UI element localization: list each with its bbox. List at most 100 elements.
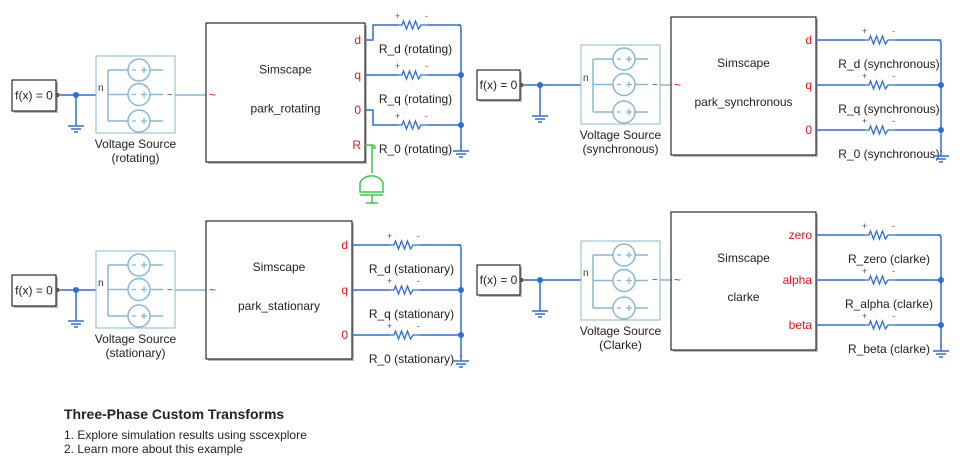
resistor-clarke-2[interactable]: +- (862, 311, 895, 331)
solver-configuration-block[interactable]: f(x) = 0 (11, 274, 59, 308)
port-label-q: q (354, 68, 361, 82)
port-label-0: 0 (341, 328, 348, 342)
plus-terminal-icon: + (862, 221, 867, 231)
model-annotation: Three-Phase Custom Transforms 1. Explore… (64, 406, 307, 456)
subsystem-title: Simscape (717, 56, 770, 70)
input-port-label: ~ (674, 273, 681, 287)
resistor-label: R_q (rotating) (379, 92, 452, 106)
annotation-link-sscexplore[interactable]: 1. Explore simulation results using ssce… (64, 428, 307, 442)
resistor-synchronous-0[interactable]: +- (862, 26, 895, 46)
resistor-label: R_0 (stationary) (369, 352, 454, 366)
neutral-port-label: n (583, 268, 589, 279)
rotational-reference-icon (359, 175, 384, 193)
tilde-icon: ~ (167, 90, 173, 101)
resistor-label: R_beta (clarke) (848, 342, 930, 356)
solver-label: f(x) = 0 (15, 89, 53, 103)
circuit-synchronous: f(x) = 0 n~ Voltage Source(synchronous) Sim… (476, 16, 949, 163)
return-bus (457, 24, 462, 147)
return-bus (457, 244, 462, 357)
three-phase-voltage-source[interactable]: n~ (95, 250, 176, 329)
resistor-rotating-0[interactable]: +- (395, 11, 428, 31)
minus-terminal-icon: - (417, 276, 420, 286)
resistor-label: R_q (stationary) (369, 307, 454, 321)
three-phase-voltage-source[interactable]: n~ (580, 44, 661, 125)
resistor-icon (390, 239, 420, 251)
solver-configuration-block[interactable]: f(x) = 0 (476, 264, 523, 297)
resistor-synchronous-2[interactable]: +- (862, 116, 895, 136)
subsystem-title: Simscape (717, 251, 770, 265)
resistor-clarke-1[interactable]: +- (862, 266, 895, 286)
resistor-label: R_zero (clarke) (848, 252, 930, 266)
output-wire (365, 109, 461, 126)
resistor-icon (865, 79, 895, 91)
electrical-reference-icon[interactable] (68, 120, 84, 133)
minus-terminal-icon: - (892, 26, 895, 36)
solver-configuration-block[interactable]: f(x) = 0 (476, 69, 523, 102)
resistor-icon (865, 274, 895, 286)
subsystem-name: clarke (727, 290, 759, 304)
electrical-reference-icon[interactable] (532, 305, 548, 318)
solver-label: f(x) = 0 (480, 273, 518, 287)
subsystem-name: park_stationary (238, 299, 320, 313)
minus-terminal-icon: - (892, 266, 895, 276)
plus-terminal-icon: + (862, 116, 867, 126)
voltage-source-name: Voltage Source (95, 332, 177, 346)
subsystem-title: Simscape (253, 260, 306, 274)
voltage-source-name: Voltage Source (580, 128, 662, 142)
resistor-label: R_d (rotating) (379, 42, 452, 56)
solver-label: f(x) = 0 (15, 284, 53, 298)
three-phase-voltage-source[interactable]: n~ (95, 55, 176, 134)
annotation-title: Three-Phase Custom Transforms (64, 406, 285, 422)
resistor-label: R_0 (synchronous) (838, 147, 939, 161)
resistor-icon (865, 34, 895, 46)
resistor-synchronous-1[interactable]: +- (862, 71, 895, 91)
subsystem-name: park_synchronous (694, 95, 792, 109)
minus-terminal-icon: - (892, 116, 895, 126)
minus-terminal-icon: - (892, 71, 895, 81)
resistor-icon (865, 124, 895, 136)
neutral-port-label: n (98, 83, 104, 94)
solver-configuration-block[interactable]: f(x) = 0 (11, 79, 59, 113)
input-port-label: ~ (209, 283, 216, 297)
resistor-icon (865, 319, 895, 331)
three-phase-voltage-source[interactable]: n~ (580, 240, 661, 321)
minus-terminal-icon: - (892, 311, 895, 321)
output-wire (365, 24, 461, 41)
neutral-port-label: n (98, 278, 104, 289)
resistor-clarke-0[interactable]: +- (862, 221, 895, 241)
voltage-source-subname: (synchronous) (582, 142, 658, 156)
voltage-source-subname: (Clarke) (599, 338, 642, 352)
subsystem-name: park_rotating (250, 102, 320, 116)
plus-terminal-icon: + (862, 71, 867, 81)
electrical-reference-icon[interactable] (453, 355, 469, 368)
electrical-reference-icon[interactable] (68, 315, 84, 328)
annotation-link-learn-more[interactable]: 2. Learn more about this example (64, 442, 243, 456)
resistor-rotating-1[interactable]: +- (395, 61, 428, 81)
voltage-source-subname: (stationary) (105, 346, 165, 360)
port-label-0: 0 (805, 123, 812, 137)
return-bus (937, 234, 942, 347)
mechanical-rotational-reference[interactable] (359, 144, 384, 204)
electrical-reference-icon[interactable] (933, 345, 949, 358)
resistor-rotating-2[interactable]: +- (395, 111, 428, 131)
electrical-reference-icon[interactable] (453, 145, 469, 158)
minus-terminal-icon: - (425, 61, 428, 71)
electrical-reference-icon[interactable] (532, 110, 548, 123)
plus-terminal-icon: + (395, 61, 400, 71)
electrical-reference-icon[interactable] (933, 150, 949, 163)
resistor-stationary-0[interactable]: +- (387, 231, 420, 251)
resistor-stationary-2[interactable]: +- (387, 321, 420, 341)
minus-terminal-icon: - (892, 221, 895, 231)
minus-terminal-icon: - (417, 231, 420, 241)
resistor-stationary-1[interactable]: +- (387, 276, 420, 296)
plus-terminal-icon: + (387, 231, 392, 241)
port-label-0: 0 (354, 103, 361, 117)
port-label-d: d (805, 33, 812, 47)
